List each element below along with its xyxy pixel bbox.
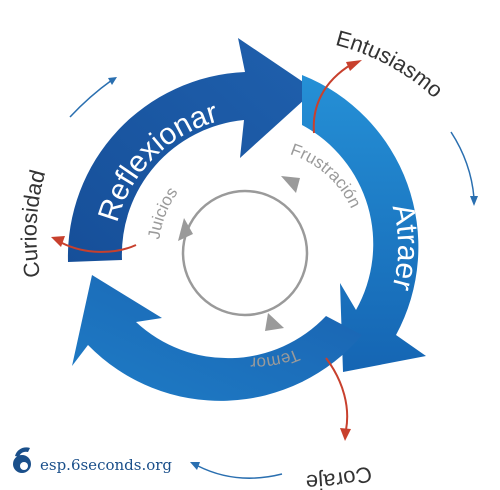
red-arrow-entusiasmo	[312, 63, 353, 134]
activar-label: Activar	[200, 393, 304, 433]
red-arrowhead-coraje	[340, 428, 351, 441]
red-arrowhead-curiosidad	[51, 236, 65, 247]
red-arrow-coraje	[325, 357, 349, 431]
blue-arrowhead-right	[470, 196, 478, 206]
site-url: esp.6seconds.org	[40, 456, 172, 474]
blue-arrow-bottom	[197, 465, 283, 479]
juicios-label: Juicios	[144, 184, 181, 241]
inner-arrow-temor	[265, 313, 284, 331]
atraer-segment	[302, 75, 426, 372]
blue-arrow-right	[450, 131, 475, 199]
blue-arrowhead-bottom	[190, 462, 200, 470]
inner-cycle-ring	[181, 189, 309, 317]
inner-arrow-frustracion	[281, 176, 300, 193]
six-seconds-logo-icon	[13, 447, 31, 473]
curiosidad-label: Curiosidad	[16, 167, 50, 279]
inner-arrow-juicios	[178, 218, 193, 241]
blue-arrow-upper-left	[69, 79, 113, 118]
red-arrowhead-entusiasmo	[346, 60, 362, 71]
coraje-label: Coraje	[305, 461, 374, 490]
activar-segment	[72, 275, 362, 401]
blue-arrowhead-upper-left	[108, 77, 117, 85]
reflexionar-segment	[67, 38, 315, 262]
red-arrow-curiosidad	[61, 242, 137, 253]
atraer-label: Atraer	[385, 201, 424, 294]
